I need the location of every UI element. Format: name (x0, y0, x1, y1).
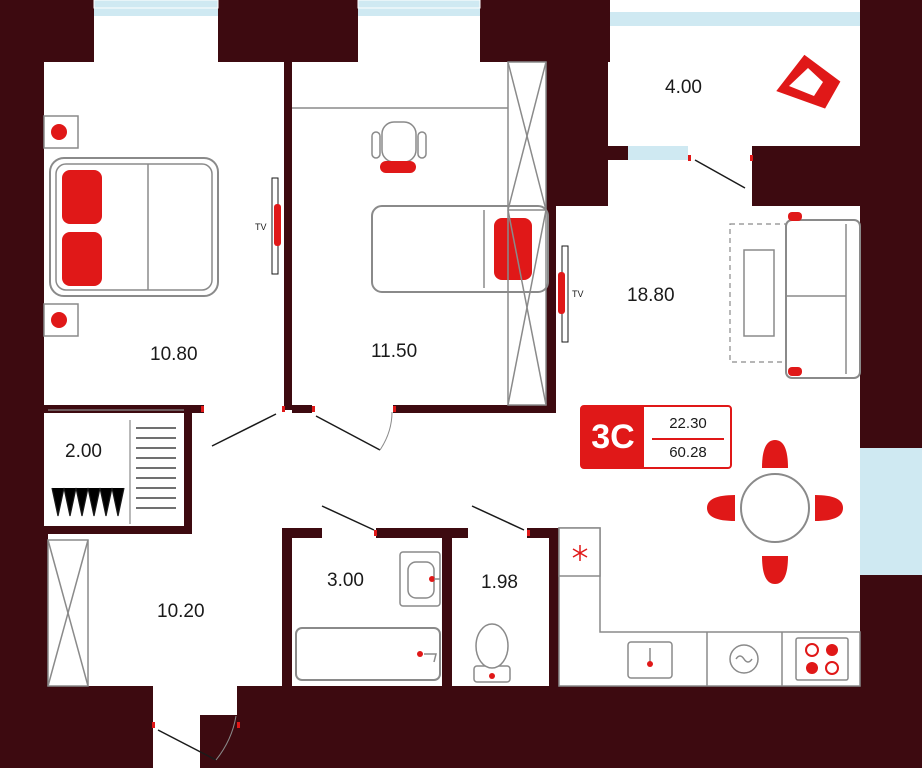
total-area-value: 60.28 (669, 444, 707, 461)
tv-living (558, 245, 569, 343)
bathtub (295, 627, 441, 681)
wardrobe-hangers (48, 409, 184, 524)
bathroom-sink (399, 551, 441, 607)
area-bedroom-1: 10.80 (150, 344, 198, 365)
tv-label-living: TV (572, 289, 584, 299)
area-living-kitchen: 18.80 (627, 285, 675, 306)
apartment-type-code: 3C (582, 407, 644, 467)
area-hallway: 10.20 (157, 601, 205, 622)
wall-markers (152, 155, 753, 728)
kitchen-sink (627, 641, 673, 679)
hallway-closet (47, 539, 89, 687)
desk-chair (371, 121, 427, 173)
window-frames (93, 0, 481, 9)
toilet-bowl (473, 623, 511, 683)
single-bed (371, 205, 549, 293)
balcony-door (694, 159, 746, 189)
toilet-door (471, 505, 525, 531)
area-bedroom-2: 11.50 (371, 341, 417, 362)
tv-bedroom-1 (271, 177, 281, 275)
washing-machine (729, 644, 759, 674)
apartment-badge: 3C 22.30 60.28 (580, 405, 732, 469)
wardrobe-door (211, 413, 277, 447)
stove (795, 637, 849, 681)
area-wardrobe: 2.00 (65, 441, 102, 462)
area-balcony: 4.00 (665, 77, 702, 98)
tv-label-bedroom-1: TV (255, 222, 267, 232)
area-toilet: 1.98 (481, 572, 518, 593)
fridge-snowflake-icon (572, 545, 588, 561)
armchair-balcony (771, 50, 845, 113)
living-area-value: 22.30 (669, 415, 707, 432)
bathroom-door (321, 505, 375, 531)
badge-divider (652, 438, 724, 440)
windows (94, 0, 922, 575)
entrance-door (157, 715, 237, 761)
area-bathroom: 3.00 (327, 570, 364, 591)
nightstand-lamps (43, 115, 79, 337)
closet-bedroom-2 (507, 61, 547, 406)
double-bed (49, 157, 219, 297)
dining-table (707, 440, 843, 584)
bedroom-doors (315, 411, 393, 451)
sofa-living (729, 212, 861, 379)
